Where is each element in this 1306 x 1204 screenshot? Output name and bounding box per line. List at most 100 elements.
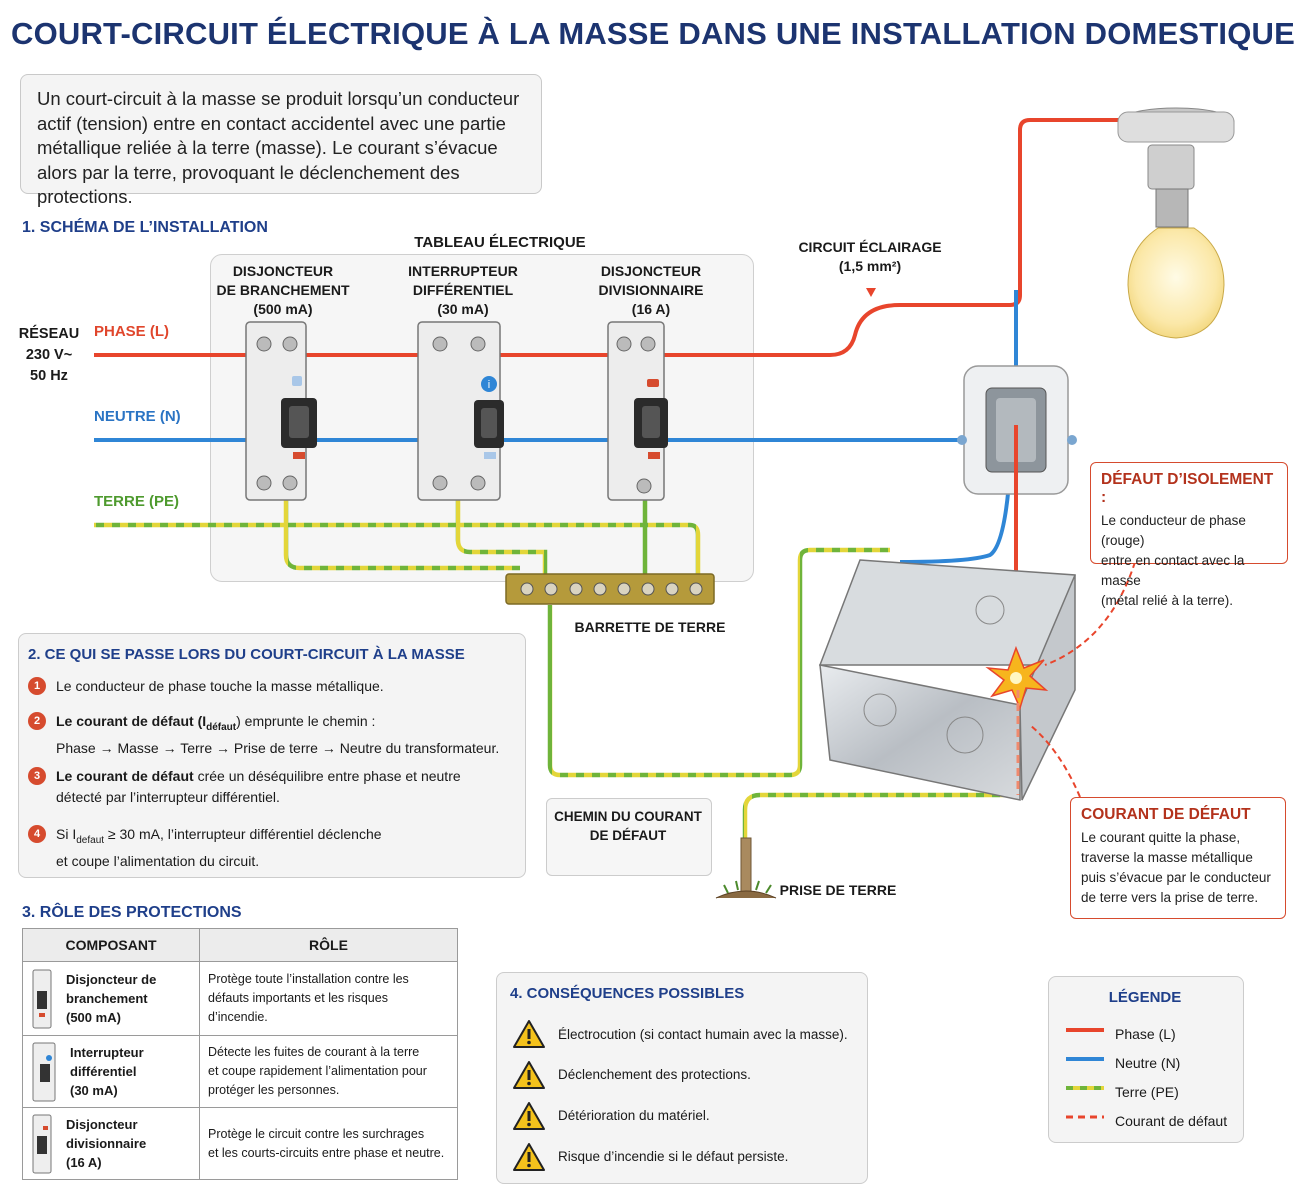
step-after: ) emprunte le chemin : xyxy=(236,713,376,729)
step-number: 3 xyxy=(28,767,46,785)
step-text: Le courant de défaut crée un déséquilibr… xyxy=(56,766,516,808)
insulation-fault-callout: DÉFAUT D’ISOLEMENT : Le conducteur de ph… xyxy=(1090,462,1288,608)
component-cell: Interrupteur différentiel (30 mA) xyxy=(22,1035,200,1108)
device-label-line: (500 mA) xyxy=(253,301,313,317)
breaker-icon xyxy=(607,321,668,501)
phase-label: PHASE (L) xyxy=(94,323,169,340)
step-sub: defaut xyxy=(76,834,105,846)
legend-labels: Phase (L) Neutre (N) Terre (PE) Courant … xyxy=(1115,1020,1227,1136)
step-item: 3 Le courant de défaut crée un déséquili… xyxy=(28,766,518,810)
list-item: Électrocution (si contact humain avec la… xyxy=(512,1014,858,1054)
legend-label: Courant de défaut xyxy=(1115,1113,1228,1129)
section3-heading: 3. RÔLE DES PROTECTIONS xyxy=(22,904,242,921)
device-label-line: DISJONCTEUR xyxy=(232,263,334,279)
network-line: RÉSEAU xyxy=(18,326,80,342)
device-label-line: DIFFÉRENTIEL xyxy=(412,282,514,298)
step-bold: Le courant de défaut xyxy=(56,768,194,784)
panel-title: TABLEAU ÉLECTRIQUE xyxy=(414,234,586,251)
legend-label: Terre (PE) xyxy=(1115,1084,1179,1100)
intro-text: Un court-circuit à la masse se produit l… xyxy=(37,88,520,207)
metal-box-icon xyxy=(818,559,1076,801)
phase-wire xyxy=(94,118,1120,357)
consequence-text: Risque d’incendie si le défaut persiste. xyxy=(558,1149,789,1164)
list-item: Risque d’incendie si le défaut persiste. xyxy=(512,1136,858,1177)
table-row: Disjoncteur de branchement (500 mA) Prot… xyxy=(22,961,458,1036)
legend-label: Neutre (N) xyxy=(1115,1055,1181,1071)
prise-label: PRISE DE TERRE xyxy=(779,882,897,898)
role-cell: Détecte les fuites de courant à la terre… xyxy=(199,1035,458,1108)
callout-line: de terre vers la prise de terre. xyxy=(1081,890,1259,905)
step-number: 1 xyxy=(28,677,46,695)
step-item: 1 Le conducteur de phase touche la masse… xyxy=(28,676,518,698)
device-label-line: DISJONCTEUR xyxy=(600,263,702,279)
callout-line: puis s’évacue par le conducteur xyxy=(1081,870,1271,885)
fault-path-line: CHEMIN DU COURANT xyxy=(554,809,702,824)
rcd-icon xyxy=(32,1042,56,1101)
section4-heading: 4. CONSÉQUENCES POSSIBLES xyxy=(510,985,745,1002)
neutre-label: NEUTRE (N) xyxy=(94,408,181,425)
step-text: Si Idefaut ≥ 30 mA, l’interrupteur diffé… xyxy=(56,824,516,872)
component-cell: Disjoncteur de branchement (500 mA) xyxy=(22,961,200,1036)
step-line2: et coupe l’alimentation du circuit. xyxy=(56,852,260,869)
consequence-text: Détérioration du matériel. xyxy=(558,1108,710,1123)
fault-current-callout: COURANT DE DÉFAUT Le courant quitte la p… xyxy=(1070,797,1286,919)
component-name-line: divisionnaire xyxy=(66,1136,147,1151)
step-number: 2 xyxy=(28,712,46,730)
intro-box: Un court-circuit à la masse se produit l… xyxy=(20,74,542,207)
list-item: Détérioration du matériel. xyxy=(512,1095,858,1136)
callout-line: entre en contact avec la masse xyxy=(1101,553,1245,588)
step-text: Le courant de défaut (Idéfaut) emprunte … xyxy=(56,711,516,759)
step-after: crée un déséquilibre entre phase et neut… xyxy=(193,768,461,784)
component-name-line: Interrupteur xyxy=(70,1045,144,1060)
section1-heading: 1. SCHÉMA DE L’INSTALLATION xyxy=(22,219,268,236)
breaker-icon xyxy=(32,1114,52,1173)
callout-heading: DÉFAUT D’ISOLEMENT : xyxy=(1101,471,1274,506)
callout-heading: COURANT DE DÉFAUT xyxy=(1081,806,1251,823)
circuit-label-line: CIRCUIT ÉCLAIRAGE xyxy=(798,239,942,255)
neutre-wire xyxy=(94,290,1018,564)
component-cell: Disjoncteur divisionnaire (16 A) xyxy=(22,1107,200,1180)
fault-path-legend-box xyxy=(546,798,712,876)
role-line: et les courts-circuits entre phase et ne… xyxy=(208,1145,445,1160)
device-label-branchement: DISJONCTEUR DE BRANCHEMENT (500 mA) xyxy=(205,262,361,319)
legend-swatches xyxy=(1066,1028,1104,1119)
device-label-line: (16 A) xyxy=(631,301,671,317)
legend-heading: LÉGENDE xyxy=(1108,989,1182,1006)
table-row: Interrupteur différentiel (30 mA) Détect… xyxy=(22,1035,458,1108)
breaker-icon xyxy=(245,321,317,501)
legend-label: Phase (L) xyxy=(1115,1026,1176,1042)
callout-line: Le conducteur de phase (rouge) xyxy=(1101,513,1246,548)
callout-line: traverse la masse métallique xyxy=(1081,850,1253,865)
callout-connector xyxy=(1044,561,1136,666)
component-name-line: (30 mA) xyxy=(70,1083,118,1098)
consequences-list: Électrocution (si contact humain avec la… xyxy=(512,1014,858,1177)
component-name-line: Disjoncteur xyxy=(66,1117,138,1132)
role-cell: Protège le circuit contre les surchrages… xyxy=(199,1107,458,1180)
step-text: Le conducteur de phase touche la masse m… xyxy=(56,678,384,694)
lamp-icon xyxy=(1117,107,1235,339)
spark-icon xyxy=(985,645,1049,711)
list-item: Déclenchement des protections. xyxy=(512,1054,858,1095)
network-label: RÉSEAU 230 V~ 50 Hz xyxy=(10,324,88,387)
svg-text:i: i xyxy=(488,379,490,391)
breaker-icon xyxy=(32,969,52,1028)
terre-wire xyxy=(94,500,1010,845)
step-pre: Si I xyxy=(56,826,77,842)
step-number: 4 xyxy=(28,825,46,843)
role-line: défauts importants et les risques d’ince… xyxy=(208,991,388,1024)
step-line2: Phase → Masse → Terre → Prise de terre →… xyxy=(56,739,500,756)
circuit-label: CIRCUIT ÉCLAIRAGE (1,5 mm²) xyxy=(790,238,950,276)
fault-path-line: DE DÉFAUT xyxy=(589,828,667,843)
callout-line: (métal relié à la terre). xyxy=(1101,593,1234,608)
consequence-text: Électrocution (si contact humain avec la… xyxy=(558,1026,848,1042)
consequence-text: Déclenchement des protections. xyxy=(558,1067,751,1082)
circuit-section-line: (1,5 mm²) xyxy=(838,258,902,274)
role-line: Protège toute l’installation contre les xyxy=(208,972,409,986)
warning-icon xyxy=(513,1020,545,1048)
role-line: et coupe rapidement l’alimentation pour xyxy=(208,1064,427,1078)
step-bold: Le courant de défaut (I xyxy=(56,713,207,729)
network-line: 50 Hz xyxy=(30,368,68,384)
device-label-line: DIVISIONNAIRE xyxy=(598,282,704,298)
device-label-line: INTERRUPTEUR xyxy=(408,263,518,279)
column-header: RÔLE xyxy=(199,928,458,962)
